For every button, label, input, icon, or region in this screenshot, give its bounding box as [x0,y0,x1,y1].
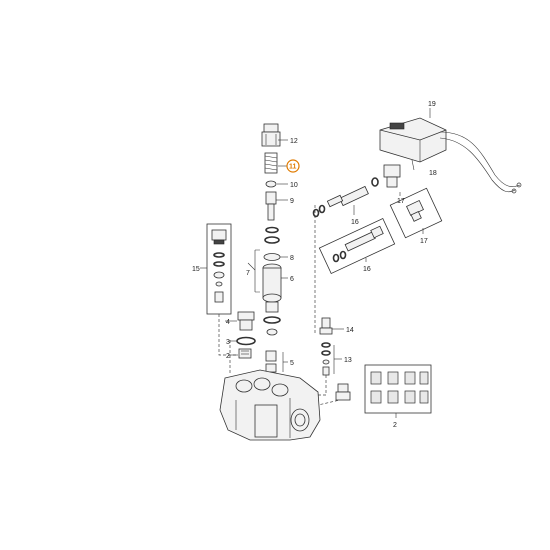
callout-8: 8 [290,255,294,262]
part-16-stem-upper [312,185,369,218]
right-small-parts [319,317,344,376]
part-5-fitting [265,350,277,373]
part-19-cable [439,131,522,194]
part-14-nipple [319,317,333,335]
o-ring-c [263,316,281,324]
part-4-cap [237,311,255,331]
part-9-plunger [265,191,277,221]
callout-16-lower: 16 [363,266,371,273]
callout-labels: 12 11 10 9 8 7 6 4 3 2 5 15 14 13 2 16 1… [192,101,437,429]
callout-4: 4 [226,319,230,326]
cone-seat [266,328,278,336]
left-parts [236,311,256,359]
pump-manifold [219,369,351,441]
callout-2-box: 2 [393,422,397,429]
part-10-washer [265,180,277,188]
part-16-inset-box [318,217,396,275]
callout-14: 14 [346,327,354,334]
callout-9: 9 [290,198,294,205]
part-13-stack [321,342,331,376]
callout-2-left: 2 [226,353,230,360]
part-15-inset-box [204,223,232,315]
part-2-nozzle-box [364,364,432,418]
part-6-valve-body [262,263,282,313]
callout-leaders [200,139,424,363]
o-ring-a [265,226,279,234]
part-12-cap-nut [261,123,281,147]
callout-19: 19 [428,101,436,108]
callout-11-highlight[interactable]: 11 [286,159,300,173]
callout-5: 5 [290,360,294,367]
part-17-inset-box [389,187,443,239]
unloader-assembly [312,108,522,275]
o-ring-b [264,236,280,244]
callout-15: 15 [192,266,200,273]
callout-12: 12 [290,138,298,145]
part-3-o-ring [236,336,256,346]
part-8-washer [263,253,281,261]
part-18-control-box [379,117,447,171]
callout-16-upper: 16 [351,219,359,226]
callout-3: 3 [226,339,230,346]
callout-6: 6 [290,276,294,283]
callout-18: 18 [429,170,437,177]
callout-17-lower: 17 [420,238,428,245]
part-2-fitting [238,348,252,359]
part-17-fitting-upper [371,164,401,188]
center-stack [254,123,284,373]
callout-11: 11 [289,164,297,171]
callout-13: 13 [344,357,352,364]
outlet-fitting [335,383,351,401]
part-11-spring [264,152,278,174]
callout-17-upper: 17 [397,198,405,205]
callout-10: 10 [290,182,298,189]
callout-7: 7 [246,270,250,277]
